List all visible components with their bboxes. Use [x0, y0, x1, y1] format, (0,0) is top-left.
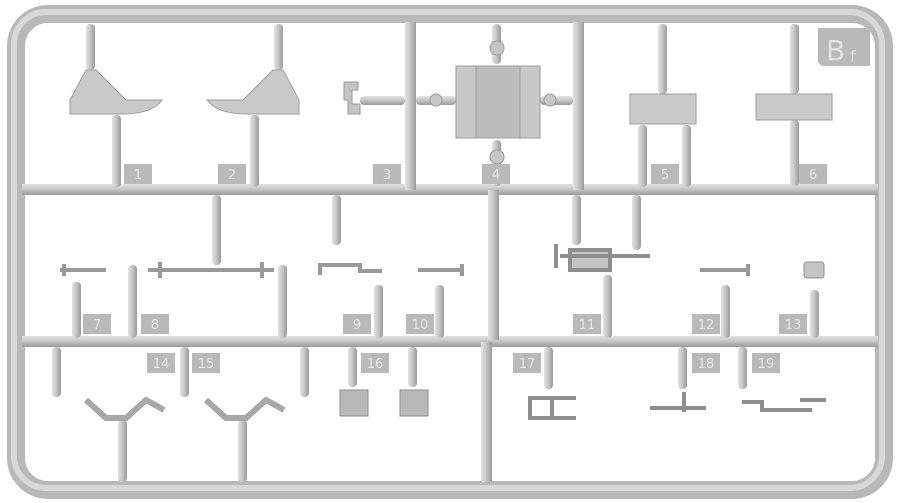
- part-number-6: 6: [809, 168, 817, 183]
- part-14-frame: [83, 396, 166, 421]
- part-number-17: 17: [519, 357, 536, 372]
- part-tag-6: [799, 164, 827, 184]
- part-tag-19: [752, 353, 780, 373]
- part-12-hammer: [700, 264, 750, 276]
- part-tag-2: [218, 164, 246, 184]
- sprue-letter: B: [826, 34, 845, 67]
- part-6-bracket: [755, 93, 833, 121]
- part-tag-13: [779, 314, 807, 334]
- part-2-anvil: [206, 69, 300, 115]
- part-tag-8: [141, 314, 169, 334]
- part-3-small-vise: [343, 81, 361, 115]
- part-11-bench-vise: [554, 244, 650, 272]
- sprue-frame: [7, 5, 893, 499]
- part-17-clamp: [528, 396, 576, 420]
- gates: [52, 24, 819, 482]
- part-tag-10: [406, 314, 434, 334]
- part-tag-18: [692, 353, 720, 373]
- part-tag-1: [124, 164, 152, 184]
- part-number-10: 10: [412, 318, 429, 333]
- part-tag-14: [147, 353, 175, 373]
- part-tag-12: [692, 314, 720, 334]
- part-10-hammer: [418, 264, 464, 276]
- part-9-brace: [318, 263, 382, 275]
- runners: [22, 22, 878, 482]
- part-number-1: 1: [134, 168, 142, 183]
- part-8-bar: [148, 262, 274, 278]
- part-tag-17: [513, 353, 541, 373]
- part-number-2: 2: [228, 168, 236, 183]
- part-number-3: 3: [383, 168, 391, 183]
- part-number-9: 9: [353, 318, 361, 333]
- part-tag-9: [343, 314, 371, 334]
- part-5-bracket: [629, 93, 697, 125]
- part-number-19: 19: [758, 357, 775, 372]
- part-tag-11: [573, 314, 601, 334]
- sprue-subscript: f: [850, 47, 856, 66]
- part-number-5: 5: [661, 168, 669, 183]
- part-tag-16: [361, 353, 389, 373]
- part-number-12: 12: [698, 318, 715, 333]
- part-tag-5: [651, 164, 679, 184]
- part-number-4: 4: [492, 168, 500, 183]
- part-number-8: 8: [151, 318, 159, 333]
- sprue-letter-tag: B f: [818, 28, 870, 67]
- part-tag-3: [373, 164, 401, 184]
- part-number-7: 7: [93, 318, 101, 333]
- part-tag-15: [192, 353, 220, 373]
- part-number-18: 18: [698, 357, 715, 372]
- part-13-tool: [803, 261, 825, 279]
- part-number-15: 15: [198, 357, 215, 372]
- part-18-hand-drill: [650, 392, 706, 412]
- part-tag-7: [83, 314, 111, 334]
- part-15-frame: [203, 396, 286, 421]
- part-number-11: 11: [579, 318, 596, 333]
- part-number-16: 16: [367, 357, 384, 372]
- part-number-13: 13: [785, 318, 802, 333]
- part-7-hammer: [60, 264, 106, 276]
- part-1-anvil: [69, 69, 163, 115]
- part-16-block: [339, 389, 429, 417]
- part-19-brace: [742, 398, 826, 412]
- part-tag-4: [482, 164, 510, 184]
- part-number-14: 14: [153, 357, 170, 372]
